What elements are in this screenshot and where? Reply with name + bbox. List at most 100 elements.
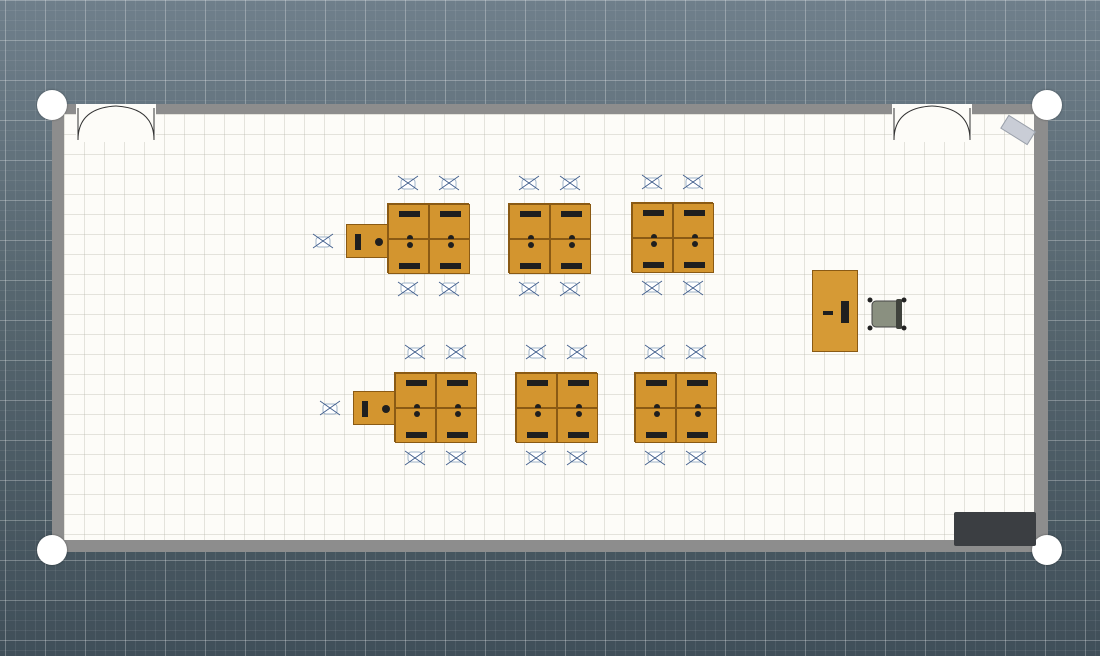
student-chair-icon[interactable] <box>685 344 707 360</box>
desk-monitor <box>399 211 420 217</box>
corner-node-top-left[interactable] <box>37 90 67 120</box>
teacher-desk-keyboard <box>823 311 833 315</box>
desk-cluster[interactable] <box>508 203 591 274</box>
student-chair-icon[interactable] <box>445 344 467 360</box>
whiteboard[interactable] <box>954 512 1036 546</box>
student-desk[interactable] <box>395 373 436 410</box>
desk-monitor <box>561 211 582 217</box>
student-desk[interactable] <box>509 239 550 274</box>
student-desk[interactable] <box>632 238 673 273</box>
student-chair-icon[interactable] <box>559 175 581 191</box>
desk-keyboard <box>650 241 657 247</box>
desk-keyboard <box>447 235 454 241</box>
student-chair-icon[interactable] <box>312 233 334 249</box>
student-chair-icon[interactable] <box>566 344 588 360</box>
student-desk[interactable] <box>429 239 470 274</box>
student-chair-icon[interactable] <box>682 174 704 190</box>
student-chair-icon[interactable] <box>644 450 666 466</box>
student-chair-icon[interactable] <box>518 281 540 297</box>
side-desk-keyboard <box>382 405 390 413</box>
desk-monitor <box>687 380 708 386</box>
student-desk[interactable] <box>676 408 717 443</box>
student-chair-icon[interactable] <box>397 281 419 297</box>
student-chair-icon[interactable] <box>644 344 666 360</box>
teacher-desk[interactable] <box>812 270 858 352</box>
student-desk[interactable] <box>388 204 429 241</box>
desk-keyboard <box>575 411 582 417</box>
student-desk[interactable] <box>673 203 714 240</box>
door-left[interactable] <box>76 104 156 142</box>
desk-keyboard <box>568 235 575 241</box>
student-chair-icon[interactable] <box>641 280 663 296</box>
desk-cluster[interactable] <box>515 372 598 443</box>
student-desk[interactable] <box>632 203 673 240</box>
student-desk[interactable] <box>550 204 591 241</box>
student-chair-icon[interactable] <box>685 450 707 466</box>
desk-keyboard <box>694 404 701 410</box>
student-chair-icon[interactable] <box>682 280 704 296</box>
student-desk[interactable] <box>509 204 550 241</box>
desk-monitor <box>527 380 548 386</box>
desk-cluster[interactable] <box>387 203 470 274</box>
desk-monitor <box>643 262 664 268</box>
student-chair-icon[interactable] <box>438 281 460 297</box>
side-desk-monitor <box>362 401 368 417</box>
student-desk[interactable] <box>676 373 717 410</box>
desk-cluster[interactable] <box>631 202 714 273</box>
student-chair-icon[interactable] <box>438 175 460 191</box>
corner-node-bottom-right[interactable] <box>1032 535 1062 565</box>
student-chair-icon[interactable] <box>319 400 341 416</box>
student-desk[interactable] <box>635 373 676 410</box>
student-chair-icon[interactable] <box>525 344 547 360</box>
student-chair-icon[interactable] <box>518 175 540 191</box>
student-chair-icon[interactable] <box>404 450 426 466</box>
student-desk[interactable] <box>557 408 598 443</box>
student-chair-icon[interactable] <box>641 174 663 190</box>
student-desk[interactable] <box>516 373 557 410</box>
desk-monitor <box>520 211 541 217</box>
desk-monitor <box>399 263 420 269</box>
student-desk[interactable] <box>635 408 676 443</box>
student-desk[interactable] <box>436 408 477 443</box>
corner-node-bottom-left[interactable] <box>37 535 67 565</box>
student-chair-icon[interactable] <box>566 450 588 466</box>
teacher-chair-icon[interactable] <box>866 296 908 332</box>
desk-keyboard <box>413 404 420 410</box>
student-desk[interactable] <box>388 239 429 274</box>
desk-monitor <box>447 380 468 386</box>
desk-monitor <box>447 432 468 438</box>
student-chair-icon[interactable] <box>397 175 419 191</box>
desk-monitor <box>687 432 708 438</box>
desk-cluster[interactable] <box>634 372 717 443</box>
desk-keyboard <box>413 411 420 417</box>
student-desk[interactable] <box>557 373 598 410</box>
desk-monitor <box>406 380 427 386</box>
side-desk[interactable] <box>346 224 388 258</box>
double-door-icon <box>77 105 155 141</box>
student-desk[interactable] <box>673 238 714 273</box>
student-desk[interactable] <box>516 408 557 443</box>
student-chair-icon[interactable] <box>445 450 467 466</box>
classroom-floor <box>64 114 1034 540</box>
student-chair-icon[interactable] <box>559 281 581 297</box>
desk-keyboard <box>447 242 454 248</box>
door-right[interactable] <box>892 104 972 142</box>
side-desk[interactable] <box>353 391 395 425</box>
desk-keyboard <box>454 404 461 410</box>
student-chair-icon[interactable] <box>404 344 426 360</box>
student-desk[interactable] <box>429 204 470 241</box>
desk-keyboard <box>691 234 698 240</box>
desk-cluster[interactable] <box>394 372 477 443</box>
desk-monitor <box>646 432 667 438</box>
desk-monitor <box>568 380 589 386</box>
desk-monitor <box>561 263 582 269</box>
side-desk-monitor <box>355 234 361 250</box>
desk-keyboard <box>694 411 701 417</box>
student-desk[interactable] <box>436 373 477 410</box>
student-desk[interactable] <box>550 239 591 274</box>
double-door-icon <box>893 105 971 141</box>
student-desk[interactable] <box>395 408 436 443</box>
corner-node-top-right[interactable] <box>1032 90 1062 120</box>
student-chair-icon[interactable] <box>525 450 547 466</box>
desk-keyboard <box>650 234 657 240</box>
